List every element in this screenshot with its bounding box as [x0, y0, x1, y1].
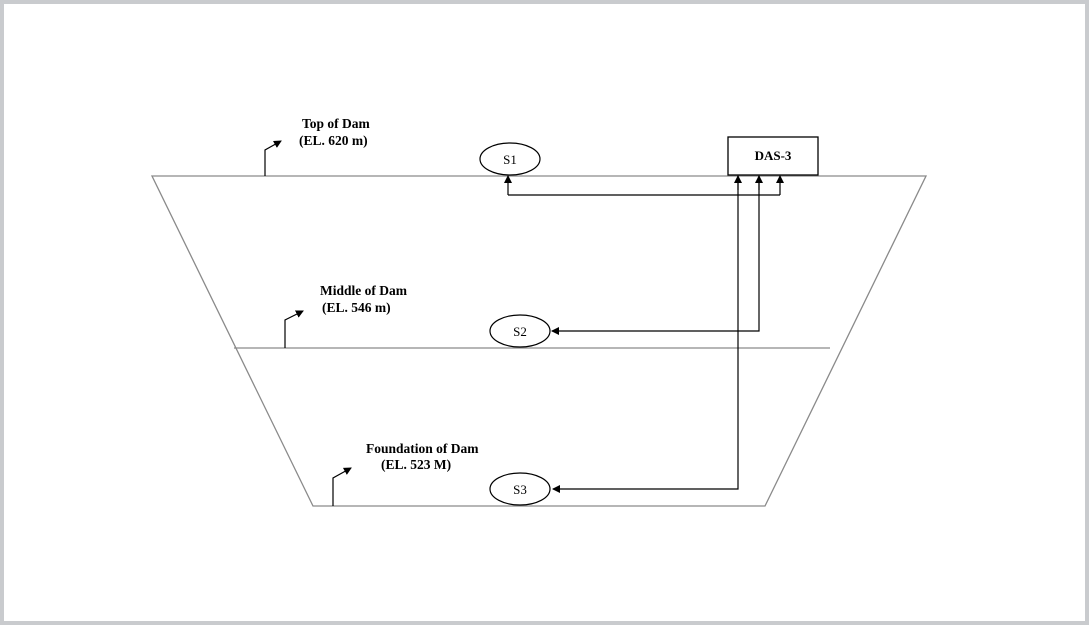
top-of-dam-label: Top of Dam — [302, 116, 371, 131]
sensor-s1-label: S1 — [503, 152, 517, 167]
das-3-label: DAS-3 — [755, 148, 792, 163]
dam-outline — [150, 175, 928, 507]
sensor-s3 — [489, 472, 551, 506]
sensor-s2-label: S2 — [513, 324, 527, 339]
s3-wire — [552, 176, 739, 493]
s2-wire — [551, 176, 760, 335]
middle-level-pointer-arrow — [284, 310, 304, 348]
top-level-pointer-arrow — [264, 140, 282, 176]
sensor-s1 — [479, 142, 541, 176]
foundation-of-dam-label: Foundation of Dam — [366, 441, 479, 456]
foundation-of-dam-elevation: (EL. 523 M) — [381, 457, 451, 472]
middle-of-dam-label: Middle of Dam — [320, 283, 408, 298]
sensor-s3-label: S3 — [513, 482, 527, 497]
das-3-box — [727, 136, 819, 176]
top-of-dam-elevation: (EL. 620 m) — [299, 133, 368, 148]
middle-of-dam-elevation: (EL. 546 m) — [322, 300, 391, 315]
foundation-level-pointer-arrow — [332, 467, 352, 506]
sensor-s2 — [489, 314, 551, 348]
